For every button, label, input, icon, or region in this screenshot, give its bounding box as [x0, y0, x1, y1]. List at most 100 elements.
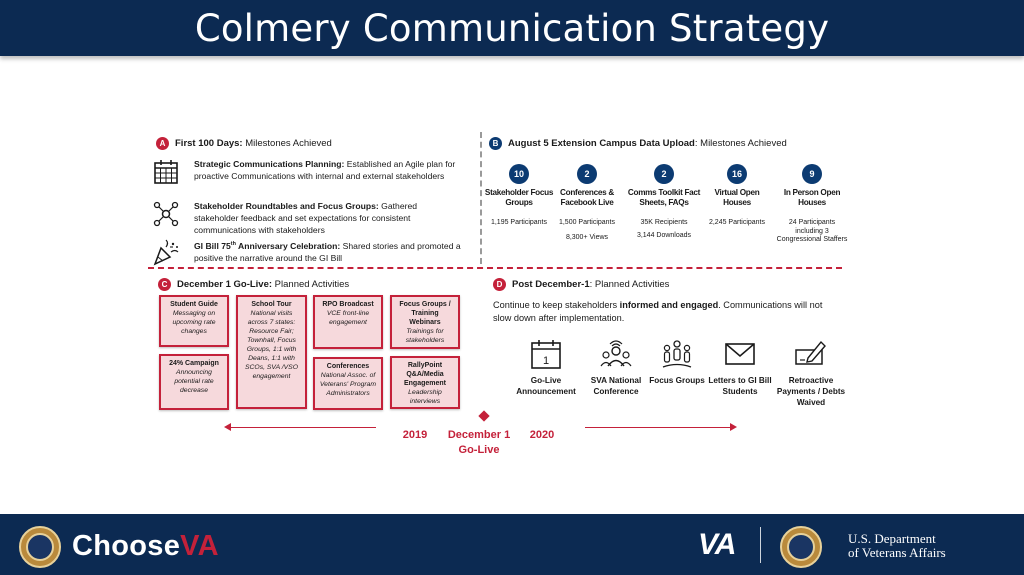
section-d-description: Continue to keep stakeholders informed a… — [493, 300, 823, 323]
calendar-icon: 1 — [531, 340, 561, 369]
c-box-school-tour: School Tour National visits across 7 sta… — [236, 295, 307, 409]
b-col-stat: 35K Recipients — [640, 219, 688, 226]
section-c-heading: C December 1 Go-Live: Planned Activities — [158, 278, 349, 291]
network-icon — [153, 201, 179, 227]
calendar-grid-icon — [154, 160, 178, 184]
d-item-label: Retroactive Payments / Debts Waived — [776, 376, 846, 407]
c-box-24-campaign: 24% Campaign Announcing potential rate d… — [159, 354, 229, 410]
b-col-conferences: 2 Conferences & Facebook Live 1,500 Part… — [550, 164, 624, 242]
c-box-title: School Tour — [251, 301, 292, 308]
c-box-desc: VCE front-line engagement — [326, 310, 370, 326]
section-d-badge: D — [493, 278, 506, 291]
timeline-arrow-right — [585, 423, 737, 431]
people-talking-icon — [600, 340, 632, 367]
form-pencil-icon — [795, 340, 826, 365]
section-a-badge: A — [156, 137, 169, 150]
svg-text:1: 1 — [543, 355, 549, 367]
timeline-year-2019: 2019 — [402, 429, 428, 441]
section-d-heading-bold: Post December-1 — [512, 279, 590, 290]
a-item-planning: Strategic Communications Planning: Estab… — [152, 158, 462, 186]
c-box-desc: National Assoc. of Veterans' Program Adm… — [319, 372, 377, 397]
b-col-toolkit: 2 Comms Toolkit Fact Sheets, FAQs 35K Re… — [627, 164, 701, 240]
c-box-desc: Trainings for stakeholders — [405, 328, 445, 344]
c-box-desc: National visits across 7 states: Resourc… — [244, 310, 298, 380]
b-col-stat: 24 Participants including 3 Congressiona… — [776, 219, 848, 243]
section-b-heading: B August 5 Extension Campus Data Upload:… — [489, 137, 787, 150]
timeline-marker — [478, 410, 490, 422]
d-item-focus-groups: Focus Groups — [637, 338, 717, 386]
c-box-student-guide: Student Guide Messaging on upcoming rate… — [159, 295, 229, 347]
c-box-title: RPO Broadcast — [322, 301, 374, 308]
b-col-focus-groups: 10 Stakeholder Focus Groups 1,195 Partic… — [482, 164, 556, 228]
d-item-label: Go-Live Announcement — [516, 376, 576, 396]
b-col-stat-secondary: 8,300+ Views — [565, 233, 609, 241]
dept-line-1: U.S. Department — [848, 531, 936, 546]
d-item-label: Focus Groups — [649, 376, 705, 385]
timeline-go-live: December 1 Go-Live — [440, 428, 518, 458]
b-col-label: Stakeholder Focus Groups — [484, 188, 554, 207]
section-a-heading-rest: Milestones Achieved — [242, 138, 332, 149]
section-a-heading-bold: First 100 Days: — [175, 138, 243, 149]
b-col-virtual-open-houses: 16 Virtual Open Houses 2,245 Participant… — [700, 164, 774, 228]
c-box-title: Student Guide — [170, 301, 218, 308]
timeline-year-2020: 2020 — [529, 429, 555, 441]
c-box-desc: Messaging on upcoming rate changes — [172, 310, 216, 335]
b-col-label: In Person Open Houses — [783, 188, 841, 207]
section-c-badge: C — [158, 278, 171, 291]
c-box-title: Focus Groups / Training Webinars — [399, 301, 451, 326]
c-box-title: Conferences — [326, 363, 370, 370]
party-popper-icon — [153, 239, 179, 266]
dept-line-2: of Veterans Affairs — [848, 545, 946, 560]
c-box-conferences: Conferences National Assoc. of Veterans'… — [313, 357, 383, 410]
title-bar: Colmery Communication Strategy — [0, 0, 1024, 56]
choose-va-logo: ChooseVA — [72, 530, 219, 562]
section-b-heading-bold: August 5 Extension Campus Data Upload — [508, 138, 695, 149]
va-logo: VA — [698, 528, 736, 561]
section-c-heading-rest: Planned Activities — [272, 279, 350, 290]
d-item-sva-conference: SVA National Conference — [576, 338, 656, 397]
b-col-count: 2 — [654, 164, 674, 184]
b-col-count: 9 — [802, 164, 822, 184]
footer: ChooseVA VA U.S. Department of Veterans … — [0, 514, 1024, 575]
b-col-stat-secondary: 3,144 Downloads — [636, 231, 692, 239]
c-box-desc: Leadership interviews — [408, 389, 442, 405]
section-a-heading: A First 100 Days: Milestones Achieved — [156, 137, 332, 150]
b-col-label: Conferences & Facebook Live — [560, 188, 614, 207]
c-box-rallypoint: RallyPoint Q&A/Media Engagement Leadersh… — [390, 356, 460, 409]
d-item-label: Letters to GI Bill Students — [708, 376, 772, 396]
horizontal-divider — [148, 267, 842, 269]
b-col-label: Virtual Open Houses — [714, 188, 760, 207]
va-seal-left — [19, 526, 61, 568]
footer-divider — [760, 527, 761, 563]
d-item-label: SVA National Conference — [590, 376, 642, 396]
c-box-title: 24% Campaign — [169, 360, 219, 367]
section-d-heading: D Post December-1: Planned Activities — [493, 278, 669, 291]
section-b-heading-rest: : Milestones Achieved — [694, 138, 787, 149]
timeline-go-live-label: Go-Live — [458, 444, 500, 456]
b-col-stat: 1,500 Participants — [558, 219, 616, 226]
b-col-count: 10 — [509, 164, 529, 184]
dept-name: U.S. Department of Veterans Affairs — [848, 532, 946, 560]
group-icon — [662, 340, 692, 368]
timeline-arrow-left — [224, 423, 376, 431]
d-item-go-live: 1 Go-Live Announcement — [506, 338, 586, 397]
page-title: Colmery Communication Strategy — [194, 6, 830, 50]
envelope-icon — [725, 343, 755, 365]
a-item-roundtables-text: Stakeholder Roundtables and Focus Groups… — [194, 201, 418, 235]
c-box-focus-groups: Focus Groups / Training Webinars Trainin… — [390, 295, 460, 349]
timeline-go-live-date: December 1 — [447, 429, 511, 441]
b-col-stat: 1,195 Participants — [490, 219, 548, 226]
b-col-label: Comms Toolkit Fact Sheets, FAQs — [627, 188, 701, 207]
d-item-retroactive-payments: Retroactive Payments / Debts Waived — [771, 338, 851, 408]
a-item-anniversary: GI Bill 75th Anniversary Celebration: Sh… — [152, 238, 462, 266]
section-b-badge: B — [489, 137, 502, 150]
a-item-planning-text: Strategic Communications Planning: Estab… — [194, 159, 456, 181]
va-seal-right — [780, 526, 822, 568]
section-d-heading-rest: : Planned Activities — [589, 279, 670, 290]
a-item-anniversary-text: GI Bill 75th Anniversary Celebration: Sh… — [194, 240, 461, 263]
a-item-roundtables: Stakeholder Roundtables and Focus Groups… — [152, 200, 462, 236]
d-item-letters: Letters to GI Bill Students — [700, 338, 780, 397]
c-box-title: RallyPoint Q&A/Media Engagement — [403, 362, 446, 387]
b-col-count: 2 — [577, 164, 597, 184]
c-box-rpo-broadcast: RPO Broadcast VCE front-line engagement — [313, 295, 383, 349]
